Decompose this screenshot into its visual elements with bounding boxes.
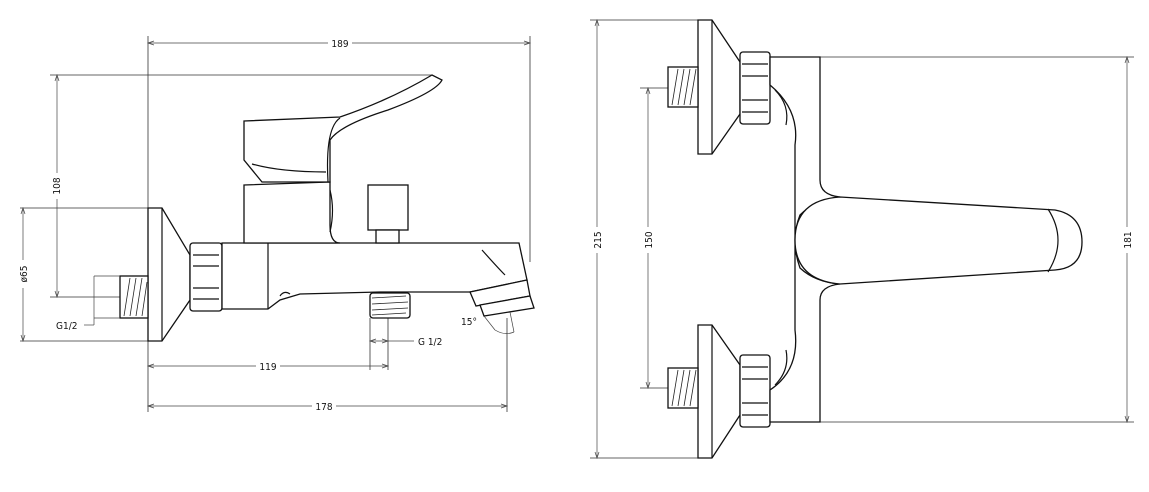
dim-189: 189: [146, 36, 532, 50]
wall-flange: [147, 207, 191, 342]
lower-connector: [667, 324, 771, 459]
dim-diameter: ø65: [16, 206, 30, 343]
dim-150: 150: [641, 86, 655, 390]
hex-nut: [189, 242, 223, 312]
dim-181: 181: [1120, 55, 1134, 424]
lever-handle: [243, 74, 443, 183]
diverter-knob: [367, 184, 409, 244]
outlet-thread: [369, 292, 411, 319]
front-lever: [794, 196, 1083, 285]
dim-178: 178: [146, 399, 509, 413]
upper-connector: [667, 19, 771, 155]
dim-181-label: 181: [1123, 231, 1134, 248]
dim-119-label: 119: [259, 362, 276, 373]
dim-178-label: 178: [315, 402, 332, 413]
dim-108-label: 108: [52, 177, 63, 194]
dim-108: 108: [50, 73, 63, 299]
dim-g12-wall-label: G1/2: [56, 321, 77, 332]
dim-150-label: 150: [644, 231, 655, 248]
mixer-body: [221, 242, 528, 310]
dim-angle: 15°: [461, 311, 515, 334]
wall-thread: [119, 275, 149, 319]
side-view: 189 108 ø65 G1/2 15°: [16, 36, 535, 413]
dim-119: 119: [146, 359, 390, 373]
dim-angle-label: 15°: [461, 317, 477, 328]
dim-g12-outlet: G 1/2: [368, 337, 442, 348]
dim-215: 215: [590, 18, 604, 460]
dim-g12-outlet-label: G 1/2: [418, 337, 442, 348]
lever-base: [243, 181, 341, 244]
front-view: 215 150 181: [590, 18, 1134, 460]
dim-189-label: 189: [331, 39, 348, 50]
dim-215-label: 215: [593, 231, 604, 248]
dim-diameter-label: ø65: [19, 266, 30, 283]
dim-g12-wall: G1/2: [56, 275, 120, 332]
